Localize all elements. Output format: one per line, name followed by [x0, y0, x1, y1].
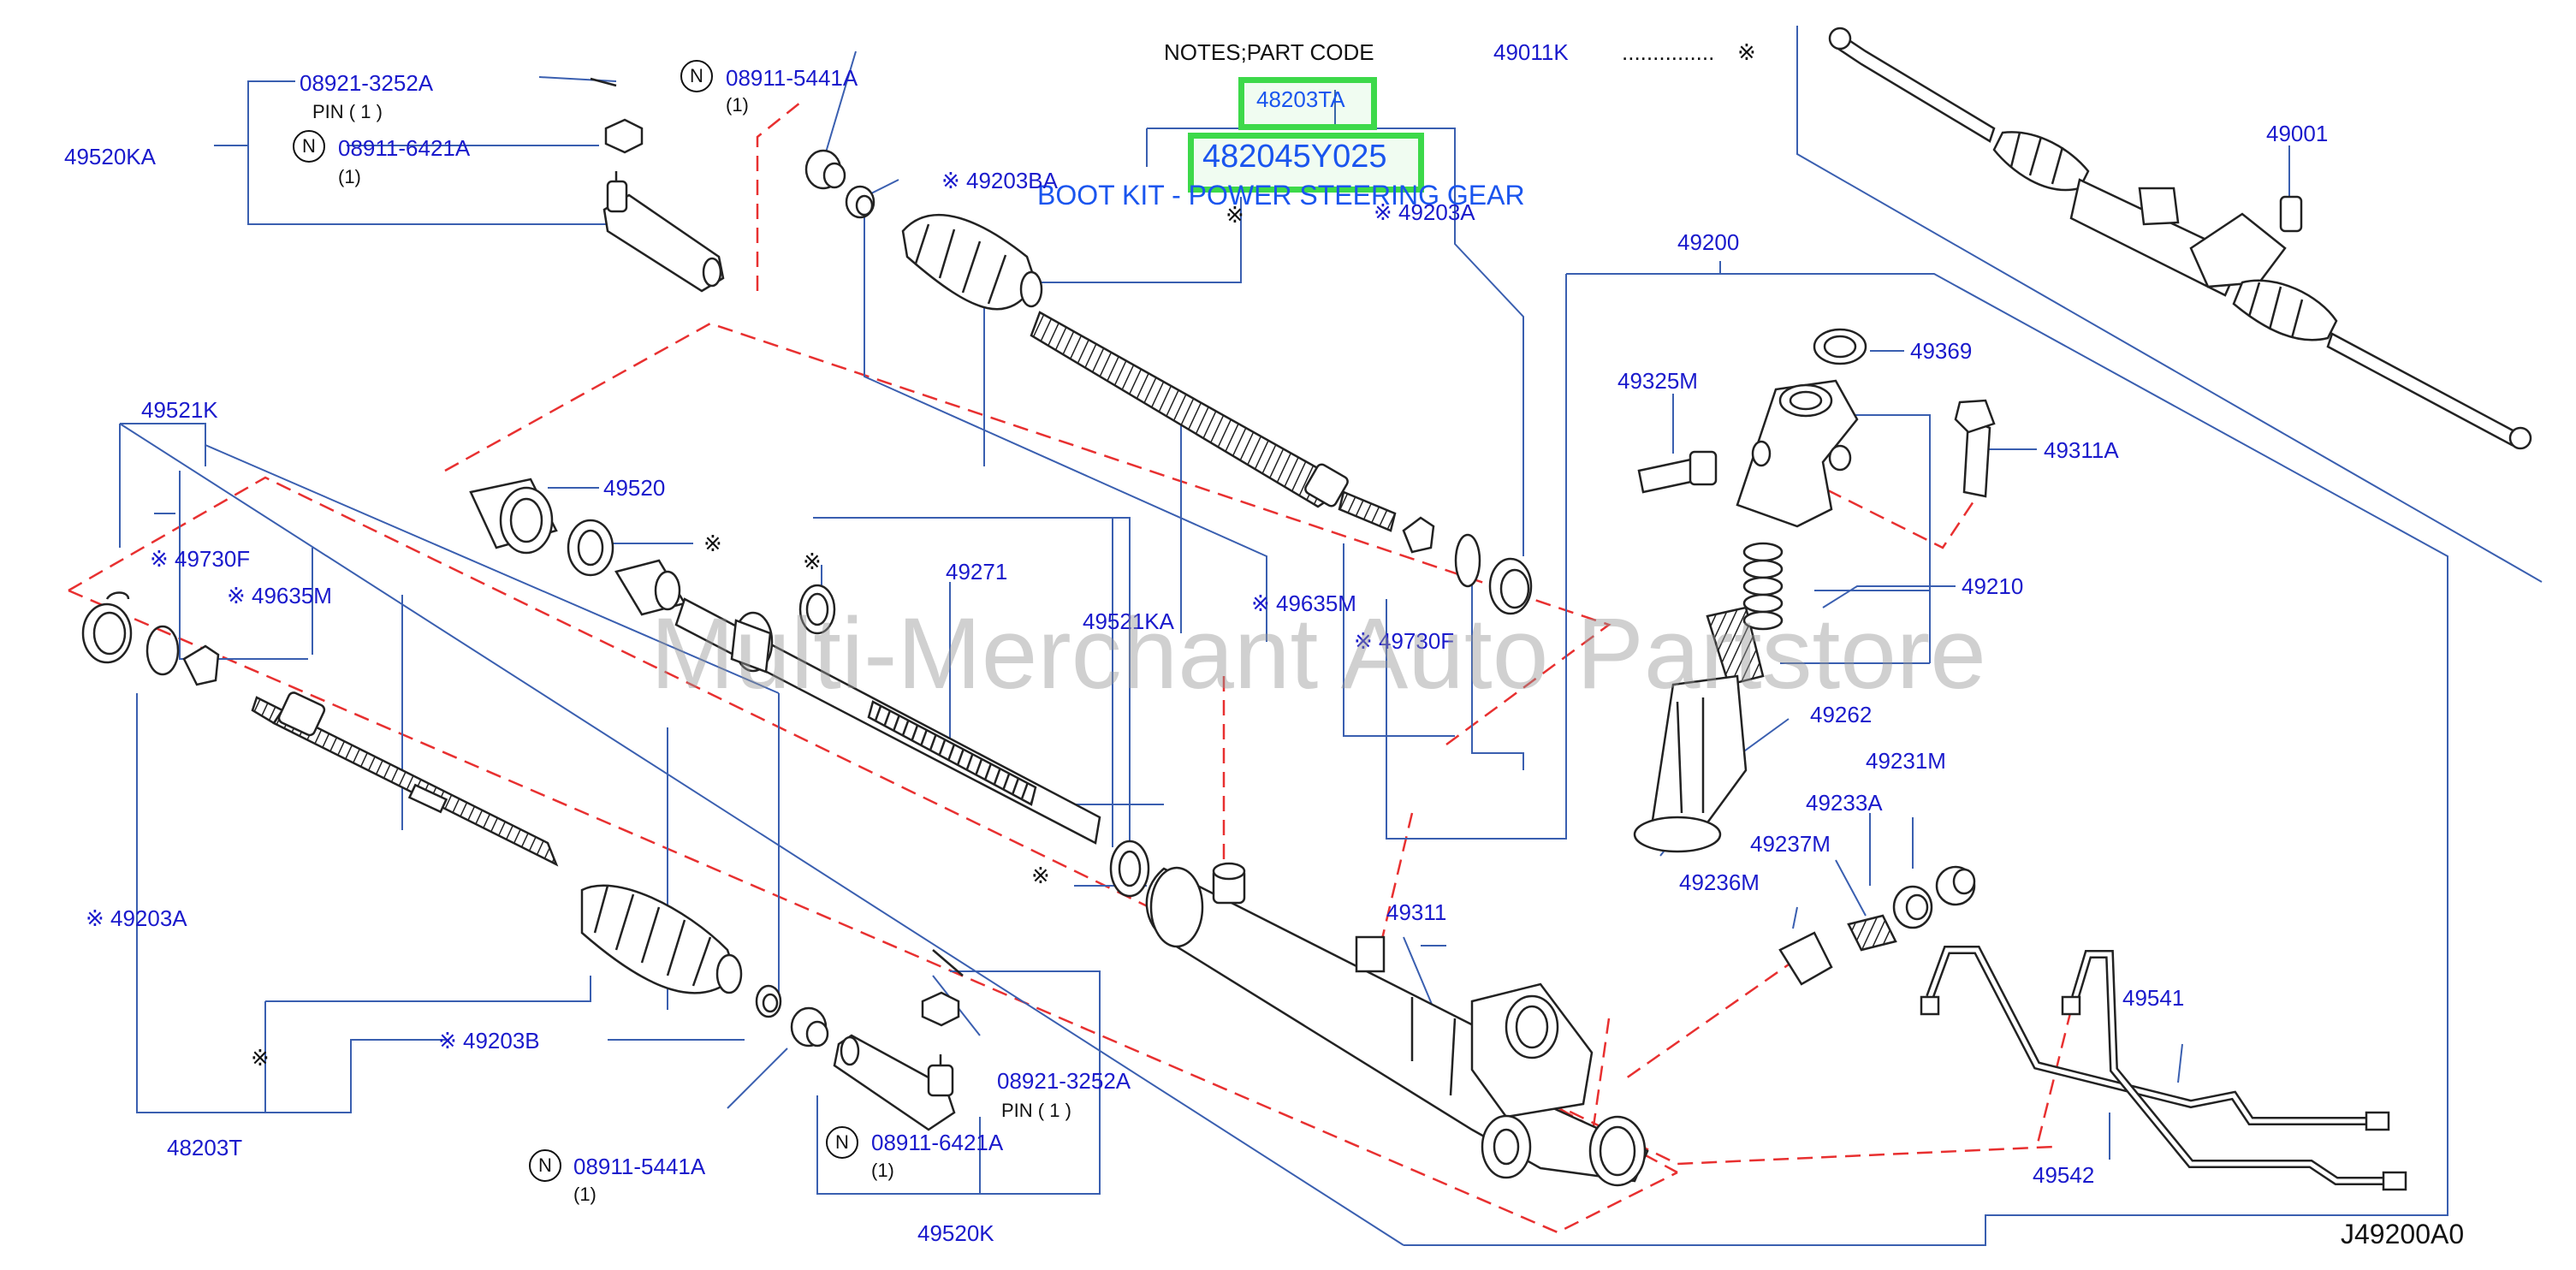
cap-49231m — [1935, 865, 1976, 906]
notes-dots: ............... — [1622, 39, 1715, 65]
label-49521ka[interactable]: 49521KA — [1083, 608, 1174, 634]
n-circle-5441-top: N — [680, 60, 713, 92]
label-08911-6421a-bottom[interactable]: 08911-6421A — [871, 1130, 1004, 1155]
label-49271[interactable]: 49271 — [946, 559, 1008, 585]
mark-boot-left: ※ — [251, 1045, 270, 1071]
nut-49233a — [1892, 885, 1933, 929]
label-49541[interactable]: 49541 — [2122, 985, 2185, 1011]
highlight-description: BOOT KIT - POWER STEERING GEAR — [1037, 180, 1525, 211]
label-49203a-left[interactable]: ※ 49203A — [86, 905, 187, 931]
valve-housing — [1736, 379, 1859, 528]
label-49520k[interactable]: 49520K — [917, 1220, 994, 1246]
boot-top — [901, 213, 1043, 311]
clamp-bottom — [755, 984, 782, 1018]
notes-mark: ※ — [1737, 39, 1756, 65]
label-49521k[interactable]: 49521K — [141, 397, 218, 423]
label-49203b[interactable]: ※ 49203B — [438, 1028, 540, 1053]
notes-code: 49011K — [1493, 39, 1569, 65]
notes-header: NOTES;PART CODE — [1164, 39, 1374, 65]
watermark: Multi-Merchant Auto Partstore — [650, 597, 1986, 710]
figure-code: J49200A0 — [2341, 1219, 2465, 1249]
label-49635m-right[interactable]: ※ 49635M — [1251, 590, 1356, 616]
seal-ring-end — [1109, 840, 1150, 898]
highlight-box-number — [1188, 133, 1424, 193]
label-49233a[interactable]: 49233A — [1806, 790, 1883, 816]
clamp-right — [1488, 557, 1533, 615]
label-49262[interactable]: 49262 — [1810, 702, 1873, 727]
label-49311[interactable]: 49311 — [1386, 899, 1447, 925]
mark-49271: ※ — [803, 549, 822, 574]
label-49237m[interactable]: 49237M — [1750, 831, 1831, 857]
label-pin-top: PIN ( 1 ) — [312, 101, 383, 122]
mark-ring: ※ — [1031, 863, 1050, 888]
label-49203a-top[interactable]: ※ 49203A — [1374, 199, 1475, 225]
label-qty-5441-top: (1) — [726, 94, 749, 116]
label-08921-3252a-bottom[interactable]: 08921-3252A — [997, 1068, 1131, 1094]
highlight-box-part — [1238, 77, 1377, 130]
tie-rod-end-bottom — [833, 1034, 956, 1131]
seal-49369 — [1813, 328, 1867, 365]
label-08911-5441a-bottom[interactable]: 08911-5441A — [573, 1154, 706, 1179]
label-pin-bottom: PIN ( 1 ) — [1001, 1100, 1071, 1121]
highlight-number[interactable]: 482045Y025 — [1202, 139, 1387, 175]
label-49730f-left[interactable]: ※ 49730F — [150, 546, 251, 572]
label-49001[interactable]: 49001 — [2266, 121, 2329, 146]
washer-49520 — [567, 519, 614, 577]
lock-nut-bottom — [790, 1006, 829, 1047]
mark-mid: ※ — [1226, 202, 1244, 228]
pinion-shaft — [1633, 606, 1765, 853]
label-49311a[interactable]: 49311A — [2044, 437, 2119, 463]
inner-tie-rod-bottom — [251, 691, 559, 867]
label-49520ka[interactable]: 49520KA — [64, 144, 156, 169]
label-qty-6421-top: (1) — [338, 166, 361, 187]
label-qty-6421-bottom: (1) — [871, 1160, 894, 1181]
valve-springs — [1742, 542, 1784, 631]
label-49325m[interactable]: 49325M — [1617, 368, 1698, 394]
clamp-top — [845, 185, 875, 219]
label-48203t[interactable]: 48203T — [167, 1135, 243, 1160]
parts-shapes — [81, 27, 2532, 1191]
label-49542[interactable]: 49542 — [2033, 1162, 2095, 1188]
boot-bottom — [580, 884, 743, 994]
bushing-49520 — [469, 478, 558, 555]
n-circle-5441-bottom: N — [529, 1149, 561, 1182]
label-08921-3252a-top[interactable]: 08921-3252A — [300, 70, 434, 96]
label-08911-6421a-top[interactable]: 08911-6421A — [338, 135, 471, 161]
highlight-part[interactable]: 48203TA — [1256, 86, 1345, 112]
rack-bar — [674, 597, 1101, 845]
steering-gear-assembly — [1828, 27, 2532, 450]
lock-nut-top — [804, 149, 846, 190]
label-49231m[interactable]: 49231M — [1866, 748, 1946, 774]
n-circle-6421-bottom: N — [826, 1126, 858, 1159]
label-49635m-left[interactable]: ※ 49635M — [227, 583, 332, 608]
gear-housing — [1145, 862, 1649, 1187]
label-49730f-right[interactable]: ※ 49730F — [1354, 628, 1455, 654]
label-49236m[interactable]: 49236M — [1679, 869, 1760, 895]
label-49369[interactable]: 49369 — [1910, 338, 1973, 364]
label-49520[interactable]: 49520 — [603, 475, 666, 501]
inner-tie-rod-top — [1030, 311, 1397, 532]
hydraulic-tubes — [1920, 946, 2407, 1191]
n-circle-6421-top: N — [293, 130, 325, 163]
mark-49520: ※ — [703, 531, 722, 556]
tie-rod-end-top — [602, 171, 725, 293]
clamp-left — [81, 602, 133, 664]
label-49200[interactable]: 49200 — [1677, 229, 1740, 255]
seal-ring-left — [798, 584, 836, 635]
label-49210[interactable]: 49210 — [1962, 573, 2024, 599]
label-08911-5441a-top[interactable]: 08911-5441A — [726, 65, 858, 91]
label-qty-5441-bottom: (1) — [573, 1184, 597, 1205]
label-49203ba[interactable]: ※ 49203BA — [941, 168, 1058, 193]
